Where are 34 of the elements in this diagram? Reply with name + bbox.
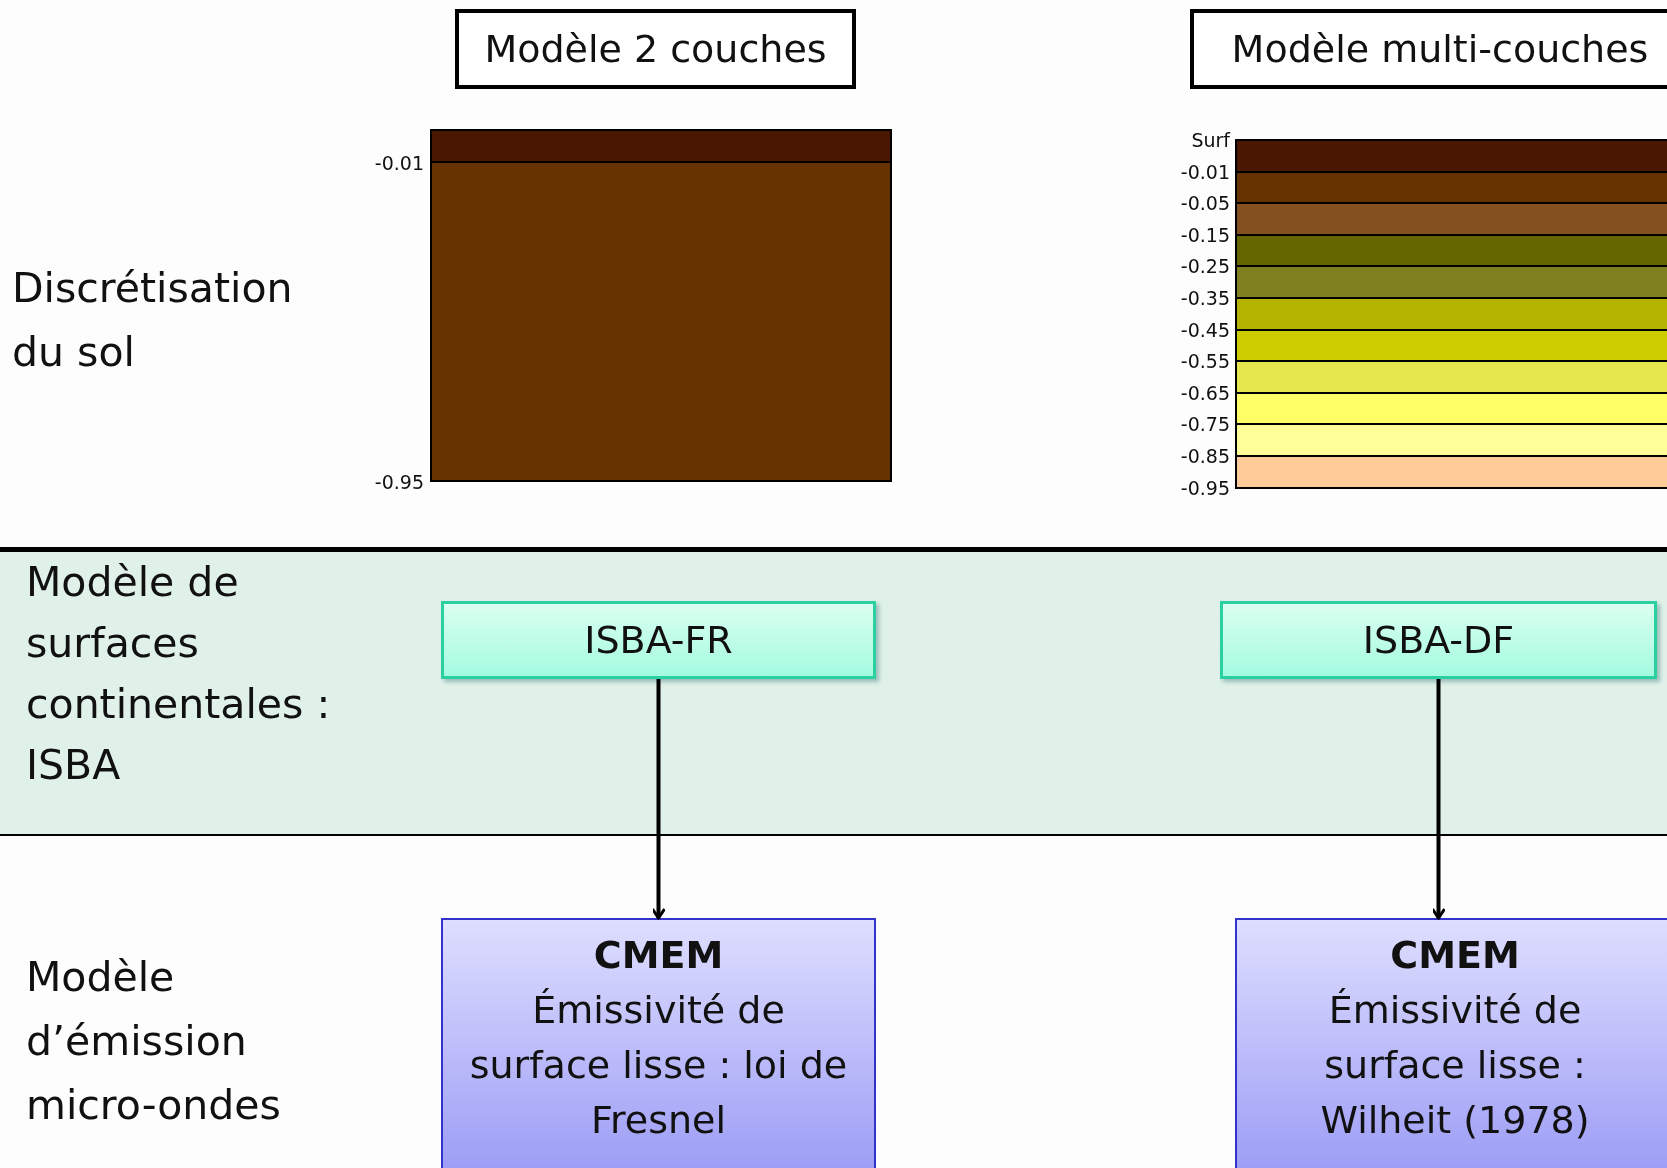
- heading-text: Modèle multi-couches: [1231, 27, 1649, 71]
- model-name: ISBA-DF: [1362, 618, 1515, 662]
- depth-label: -0.01: [373, 152, 424, 174]
- model-box: [1235, 918, 1667, 1168]
- depth-label: -0.55: [1179, 350, 1230, 373]
- depth-label: -0.25: [1179, 255, 1230, 278]
- depth-label: -0.45: [1179, 318, 1230, 341]
- heading-text: Modèle 2 couches: [484, 27, 827, 71]
- depth-label: -0.65: [1179, 381, 1230, 404]
- model-box: [1220, 601, 1657, 679]
- depth-label: -0.15: [1179, 223, 1230, 246]
- model-name: CMEM: [1389, 932, 1521, 979]
- model-name: ISBA-FR: [584, 618, 733, 662]
- depth-label: -0.01: [1179, 160, 1230, 183]
- heading-box: [455, 9, 856, 89]
- model-description: Émissivité de surface lisse : Wilheit (1978): [1319, 987, 1591, 1144]
- depth-label: -0.95: [373, 471, 424, 493]
- row-label: Modèle d’émission micro-ondes: [26, 952, 282, 1131]
- depth-label: -0.95: [1179, 476, 1230, 499]
- model-name: CMEM: [592, 932, 725, 979]
- depth-label: -0.75: [1179, 413, 1230, 436]
- heading-box: [1190, 9, 1667, 89]
- depth-label: -0.85: [1179, 445, 1230, 467]
- depth-label: -0.35: [1179, 287, 1230, 309]
- model-box: [441, 601, 876, 679]
- depth-label: -0.05: [1179, 192, 1230, 215]
- model-description: Émissivité de surface lisse : loi de Fresnel: [468, 987, 849, 1144]
- section-label: Modèle de surfaces continentales : ISBA: [26, 557, 332, 791]
- arrow: [651, 679, 666, 920]
- arrow: [1431, 679, 1446, 920]
- section-band: [0, 552, 1667, 834]
- model-box: [441, 918, 876, 1168]
- row-label: Discrétisation du sol: [12, 263, 294, 378]
- depth-label: Surf: [1190, 129, 1230, 151]
